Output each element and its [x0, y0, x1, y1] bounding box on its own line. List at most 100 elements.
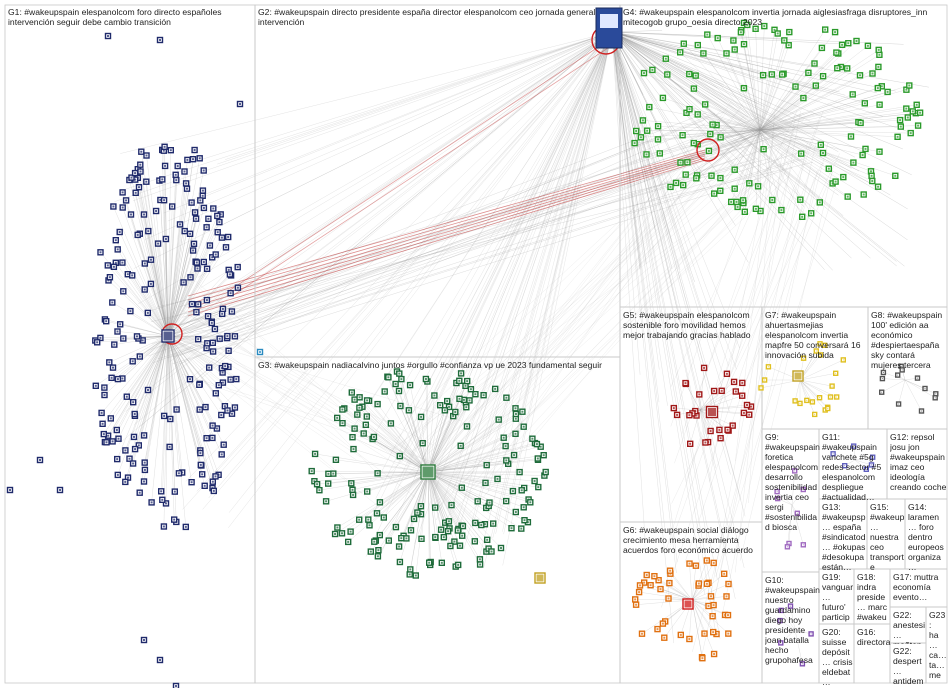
- g3-node-fill: [462, 525, 464, 527]
- g1-node-fill: [212, 208, 214, 210]
- g4-node-fill: [865, 148, 867, 150]
- g1-node-fill: [197, 338, 199, 340]
- g1-node-fill: [191, 202, 193, 204]
- g5-node-fill: [727, 429, 729, 431]
- edge: [800, 373, 836, 380]
- g4-node-fill: [841, 44, 843, 46]
- group-label-g5: G5: #wakeupspain elespanolcom sostenible…: [623, 310, 761, 340]
- g1-node-fill: [215, 475, 217, 477]
- g4-node-fill: [734, 188, 736, 190]
- g1-node-fill: [147, 312, 149, 314]
- edge: [188, 158, 705, 312]
- g1-node-fill: [117, 474, 119, 476]
- g1-node-fill: [110, 417, 112, 419]
- g3-node-fill: [460, 372, 462, 374]
- g3-node-fill: [370, 551, 372, 553]
- g1-node-fill: [184, 230, 186, 232]
- g1-node-fill: [140, 151, 142, 153]
- g1-node-fill: [170, 149, 172, 151]
- group-label-g1: G1: #wakeupspain elespanolcom foro direc…: [8, 7, 248, 27]
- g3-node-fill: [366, 416, 368, 418]
- g6-node-fill: [653, 575, 655, 577]
- edge: [453, 116, 744, 478]
- g1-node-fill: [212, 351, 214, 353]
- g4-node-fill: [742, 199, 744, 201]
- edge: [700, 382, 734, 410]
- g4-node-fill: [815, 85, 817, 87]
- g3-node-fill: [486, 464, 488, 466]
- g7-node-fill: [819, 397, 820, 398]
- g1-node-fill: [215, 392, 217, 394]
- g1-node-fill: [205, 406, 207, 408]
- g7-node-fill: [806, 400, 807, 401]
- g7-node-fill: [761, 387, 762, 388]
- g3-node-fill: [497, 478, 499, 480]
- g1-node-fill: [117, 248, 119, 250]
- g3-node-fill: [474, 540, 476, 542]
- g1-node-fill: [235, 378, 237, 380]
- g6-node-fill: [658, 579, 660, 581]
- g1-node-fill: [139, 492, 141, 494]
- g5-node-fill: [710, 430, 712, 432]
- g6-node-fill: [727, 633, 729, 635]
- g3-node-fill: [433, 395, 435, 397]
- edge: [230, 38, 612, 290]
- g1-node-fill: [96, 341, 98, 343]
- g1-node-fill: [124, 449, 126, 451]
- g3-node-fill: [395, 383, 397, 385]
- g4-node-fill: [744, 211, 746, 213]
- g6-node-fill: [634, 598, 636, 600]
- g3-node-fill: [461, 535, 463, 537]
- g4-node-fill: [897, 136, 899, 138]
- g8-node-fill: [917, 378, 918, 379]
- g6-node-fill: [726, 595, 728, 597]
- g3-node-fill: [466, 425, 468, 427]
- g1-node-fill: [214, 328, 216, 330]
- g3-node-fill: [505, 459, 507, 461]
- g4-node-fill: [814, 63, 816, 65]
- g5-node-fill: [688, 414, 690, 416]
- g4-node-fill: [730, 201, 732, 203]
- g4-node-fill: [821, 47, 823, 49]
- g4-node-fill: [908, 85, 910, 87]
- g1-node-fill: [164, 165, 166, 167]
- g1-node-fill: [126, 396, 128, 398]
- g3-node-fill: [383, 517, 385, 519]
- g1-node-fill: [207, 315, 209, 317]
- g1-node-fill: [116, 429, 118, 431]
- g4-node-fill: [878, 54, 880, 56]
- edge: [399, 110, 740, 425]
- g4-node-fill: [675, 182, 677, 184]
- g4-node-fill: [872, 73, 874, 75]
- g1-node-fill: [112, 367, 114, 369]
- g4-node-fill: [799, 199, 801, 201]
- g1-node-fill: [195, 311, 197, 313]
- g4-node-fill: [777, 33, 779, 35]
- g1-node-fill: [146, 155, 148, 157]
- g4-node-fill: [643, 72, 645, 74]
- g3-node-fill: [325, 500, 327, 502]
- g1-node-fill: [194, 211, 196, 213]
- g1-node-fill: [143, 214, 145, 216]
- group-label-g11: G11: #wakeupspain vanchete #5g redes sec…: [822, 432, 888, 500]
- g1-node-fill: [142, 339, 144, 341]
- g1-node-fill: [157, 243, 159, 245]
- g1-node-fill: [212, 481, 214, 483]
- g3-node-fill: [384, 391, 386, 393]
- g3-node-fill: [351, 392, 353, 394]
- g5-node-fill: [741, 382, 743, 384]
- g4-node-fill: [706, 34, 708, 36]
- g1-node-fill: [138, 186, 140, 188]
- g1-node-fill: [206, 299, 208, 301]
- g4-node-fill: [670, 186, 672, 188]
- g1-node-fill: [196, 262, 198, 264]
- g1-node-fill: [177, 165, 179, 167]
- g1-node-fill: [213, 490, 215, 492]
- g6-node-fill: [669, 570, 671, 572]
- g3-node-fill: [336, 527, 338, 529]
- g4-node-fill: [863, 194, 865, 196]
- group-label-g17: G17: muttra economía evento…: [893, 572, 947, 608]
- g3-node-fill: [425, 378, 427, 380]
- g1-outlier-node-fill: [39, 459, 41, 461]
- edge: [120, 32, 612, 191]
